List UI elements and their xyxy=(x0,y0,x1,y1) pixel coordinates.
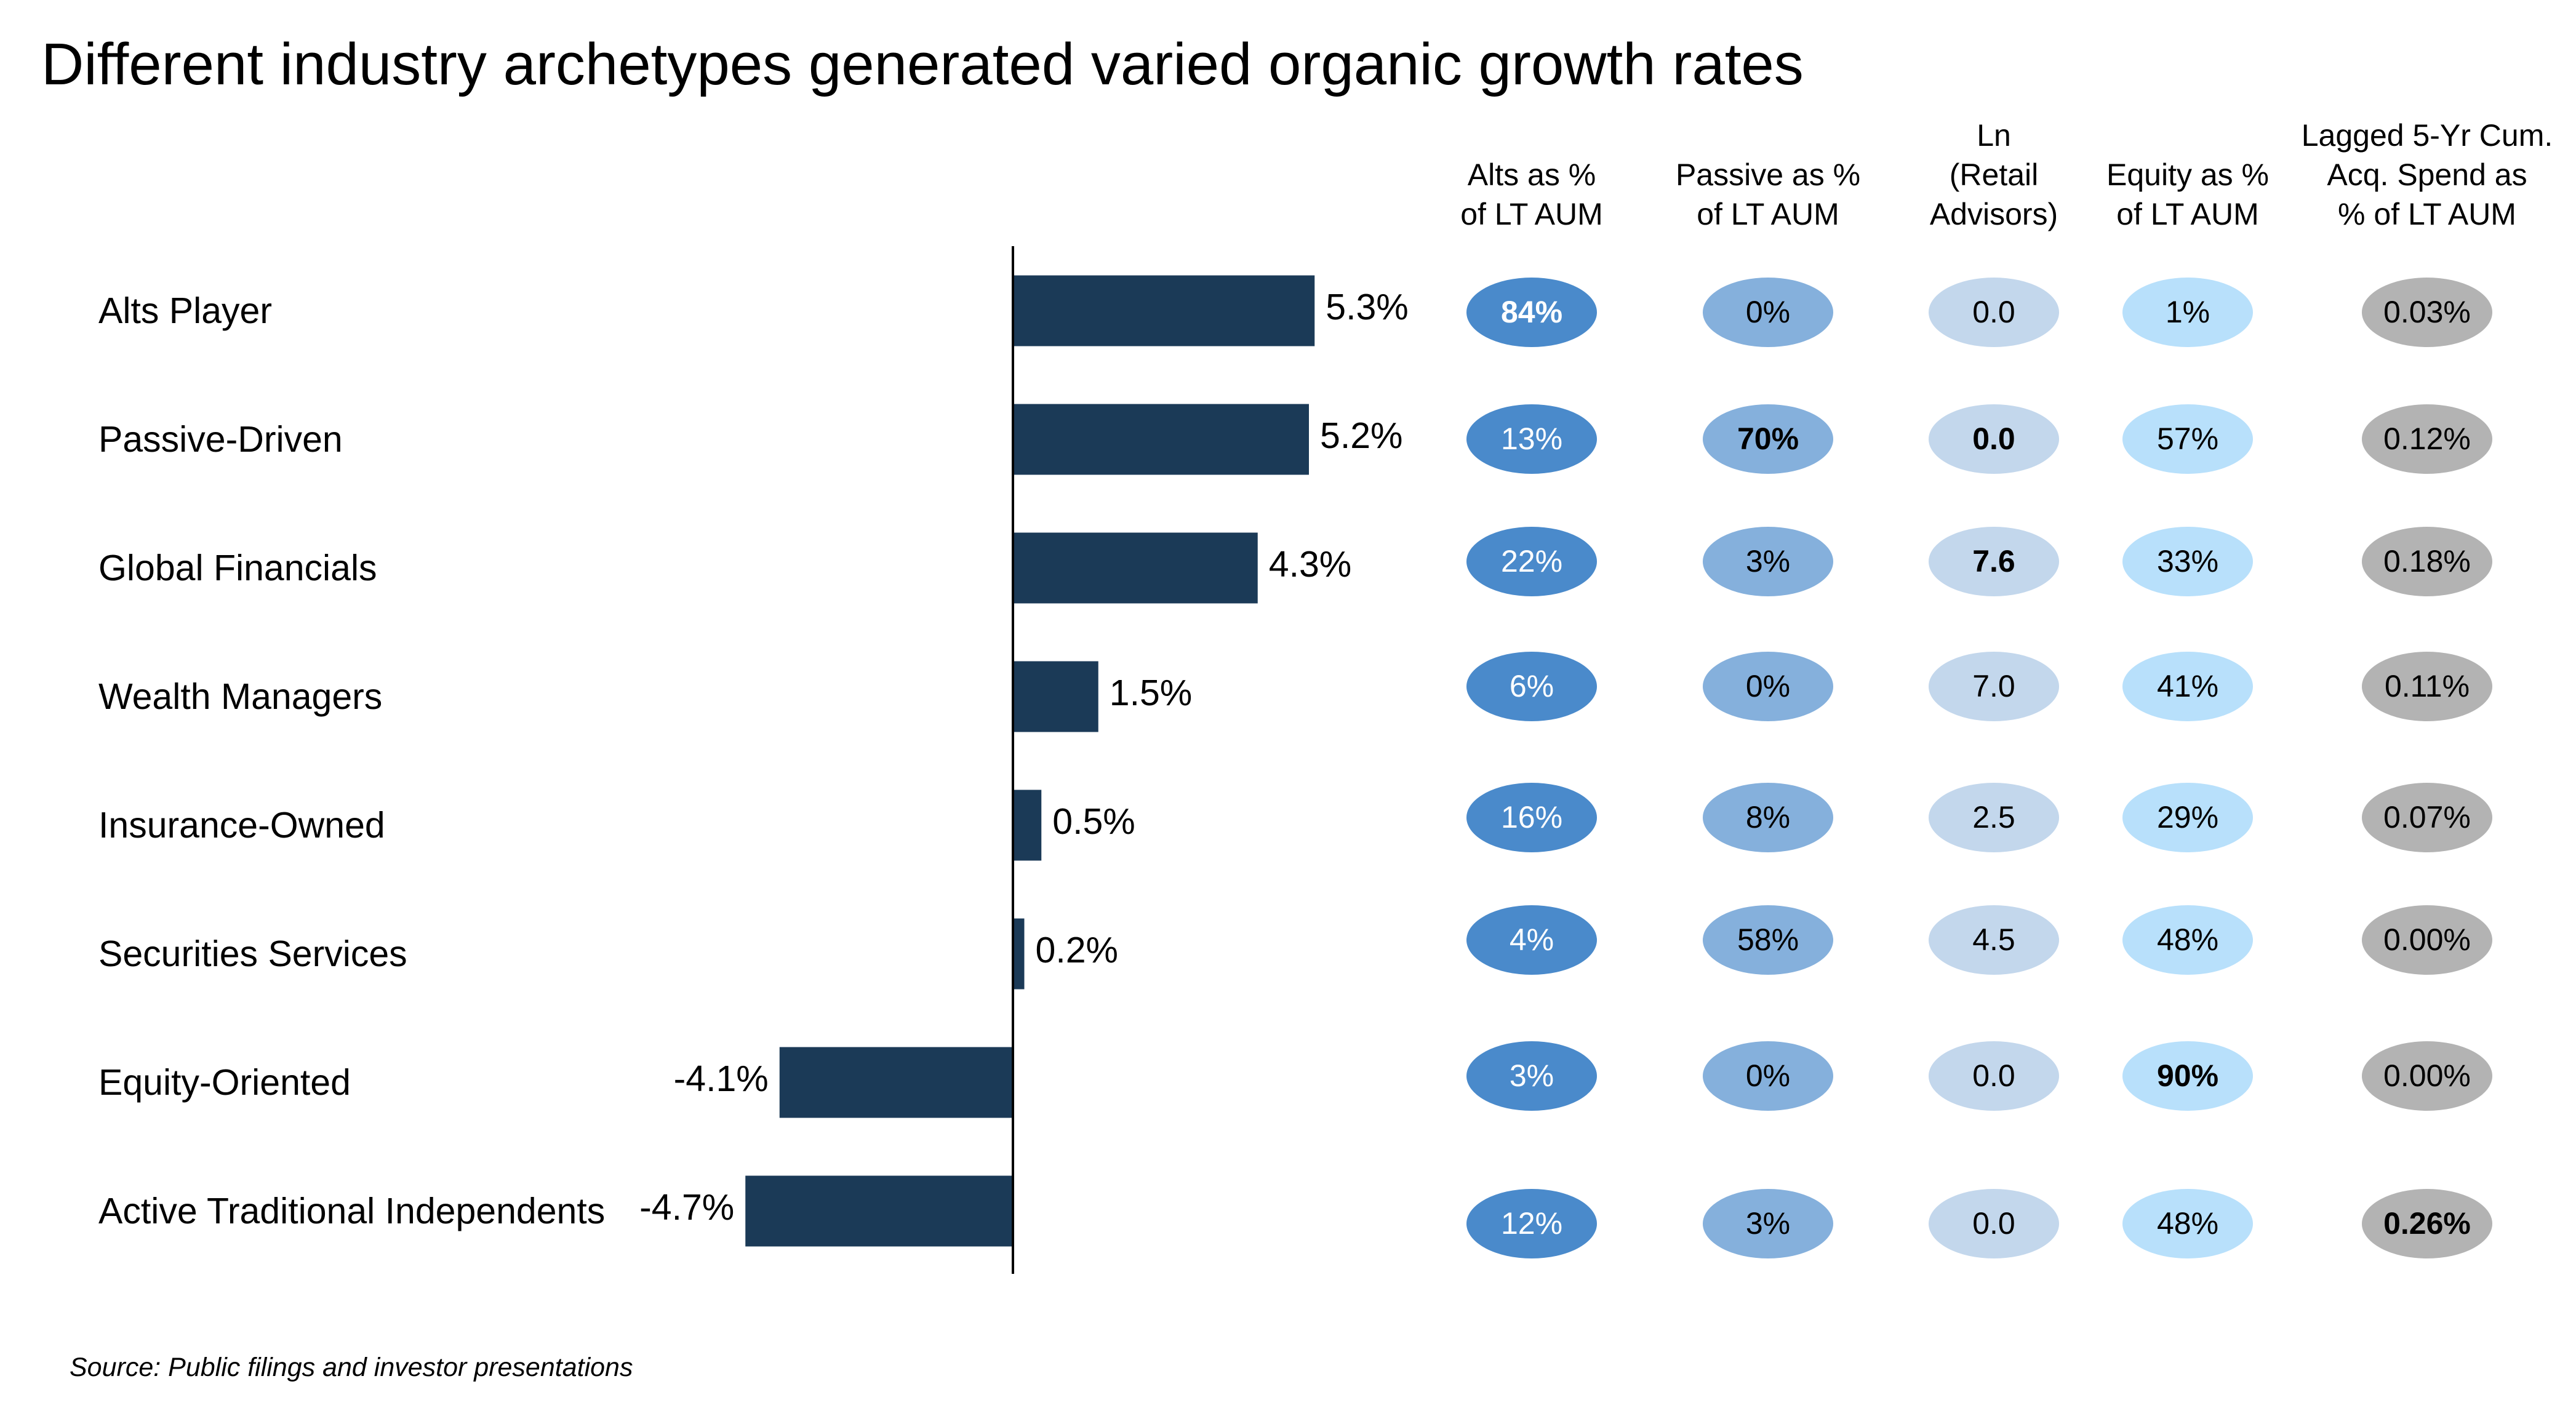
metric-pill-c1-r6: 0% xyxy=(1703,1041,1833,1111)
metric-pill-c0-r2: 22% xyxy=(1466,526,1597,596)
bars-layer: Alts Player 5.3% Passive-Driven 5.2% Global … xyxy=(98,275,1409,1247)
metric-pill-c1-r3: 0% xyxy=(1703,651,1833,721)
column-header-line: Advisors) xyxy=(1929,197,2058,231)
column-header-3: Equity as % of LT AUM xyxy=(2052,155,2323,234)
metric-pill-c2-r2: 7.6 xyxy=(1929,526,2059,596)
metric-pill-c3-r2: 33% xyxy=(2122,526,2253,596)
data-label-5: 0.2% xyxy=(1036,930,1118,970)
source-note: Source: Public filings and investor pres… xyxy=(70,1353,633,1382)
column-header-line: Equity as % xyxy=(2106,158,2269,192)
metric-pill-c4-r0: 0.03% xyxy=(2362,277,2492,347)
metric-pill-c0-r6: 3% xyxy=(1466,1041,1597,1111)
metric-pill-c3-r0: 1% xyxy=(2122,277,2253,347)
metric-pill-c2-r6: 0.0 xyxy=(1929,1041,2059,1111)
metric-pill-c2-r1: 0.0 xyxy=(1929,404,2059,474)
metric-pill-c2-r7: 0.0 xyxy=(1929,1188,2059,1258)
metric-pill-c1-r0: 0% xyxy=(1703,277,1833,347)
column-header-line: Ln xyxy=(1977,118,2011,153)
category-label-0: Alts Player xyxy=(98,290,272,331)
data-label-0: 5.3% xyxy=(1326,287,1408,327)
bar-2 xyxy=(1013,532,1258,604)
metric-pill-c3-r3: 41% xyxy=(2122,651,2253,721)
metric-pill-c4-r3: 0.11% xyxy=(2362,651,2492,721)
metric-pill-c2-r5: 4.5 xyxy=(1929,905,2059,975)
bar-3 xyxy=(1013,661,1098,732)
metric-pill-c2-r0: 0.0 xyxy=(1929,277,2059,347)
column-header-line: of LT AUM xyxy=(2116,197,2259,231)
data-label-6: -4.1% xyxy=(674,1058,769,1099)
metric-pill-c4-r4: 0.07% xyxy=(2362,782,2492,852)
category-label-5: Securities Services xyxy=(98,934,407,974)
column-header-line: Alts as % xyxy=(1467,158,1596,192)
metric-pill-c4-r2: 0.18% xyxy=(2362,526,2492,596)
metric-pill-c3-r6: 90% xyxy=(2122,1041,2253,1111)
metric-pill-c1-r5: 58% xyxy=(1703,905,1833,975)
metric-pill-c3-r5: 48% xyxy=(2122,905,2253,975)
data-label-3: 1.5% xyxy=(1110,673,1192,713)
data-label-1: 5.2% xyxy=(1320,415,1402,456)
data-label-4: 0.5% xyxy=(1052,801,1135,842)
metric-pill-c2-r4: 2.5 xyxy=(1929,782,2059,852)
metric-pill-c4-r7: 0.26% xyxy=(2362,1188,2492,1258)
column-header-line: % of LT AUM xyxy=(2338,197,2516,231)
category-label-1: Passive-Driven xyxy=(98,419,343,460)
metric-pill-c1-r4: 8% xyxy=(1703,782,1833,852)
metric-pill-c0-r1: 13% xyxy=(1466,404,1597,474)
metric-pill-c1-r1: 70% xyxy=(1703,404,1833,474)
bar-0 xyxy=(1013,275,1315,346)
column-header-line: of LT AUM xyxy=(1460,197,1603,231)
metric-pill-c4-r1: 0.12% xyxy=(2362,404,2492,474)
metric-pill-c3-r7: 48% xyxy=(2122,1188,2253,1258)
metric-pill-c0-r0: 84% xyxy=(1466,277,1597,347)
category-label-4: Insurance-Owned xyxy=(98,805,385,846)
metric-pill-c1-r7: 3% xyxy=(1703,1188,1833,1258)
bar-4 xyxy=(1013,790,1042,861)
column-header-line: Lagged 5-Yr Cum. xyxy=(2301,118,2553,153)
column-header-line: (Retail xyxy=(1949,158,2039,192)
metric-pill-c0-r4: 16% xyxy=(1466,782,1597,852)
category-label-7: Active Traditional Independents xyxy=(98,1191,605,1231)
metric-pill-c0-r7: 12% xyxy=(1466,1188,1597,1258)
bar-5 xyxy=(1013,918,1025,990)
category-label-3: Wealth Managers xyxy=(98,676,382,717)
metric-pill-c4-r5: 0.00% xyxy=(2362,905,2492,975)
metric-pill-c3-r1: 57% xyxy=(2122,404,2253,474)
data-label-7: -4.7% xyxy=(639,1187,734,1228)
chart-title: Different industry archetypes generated … xyxy=(41,31,1804,97)
metric-pill-c0-r5: 4% xyxy=(1466,905,1597,975)
metric-pill-c3-r4: 29% xyxy=(2122,782,2253,852)
data-label-2: 4.3% xyxy=(1269,544,1351,585)
column-header-4: Lagged 5-Yr Cum. Acq. Spend as % of LT AUM xyxy=(2292,116,2562,234)
category-label-2: Global Financials xyxy=(98,548,377,588)
metric-pill-c2-r3: 7.0 xyxy=(1929,651,2059,721)
bar-6 xyxy=(779,1047,1013,1118)
column-header-1: Passive as % of LT AUM xyxy=(1633,155,1903,234)
metric-pill-c4-r6: 0.00% xyxy=(2362,1041,2492,1111)
column-header-0: Alts as % of LT AUM xyxy=(1396,155,1667,234)
bar-7 xyxy=(745,1175,1013,1247)
bar-1 xyxy=(1013,404,1309,475)
metric-pill-c1-r2: 3% xyxy=(1703,526,1833,596)
column-header-line: Acq. Spend as xyxy=(2327,158,2527,192)
column-header-line: of LT AUM xyxy=(1697,197,1839,231)
column-header-line: Passive as % xyxy=(1675,158,1861,192)
category-label-6: Equity-Oriented xyxy=(98,1062,351,1103)
metric-pill-c0-r3: 6% xyxy=(1466,651,1597,721)
